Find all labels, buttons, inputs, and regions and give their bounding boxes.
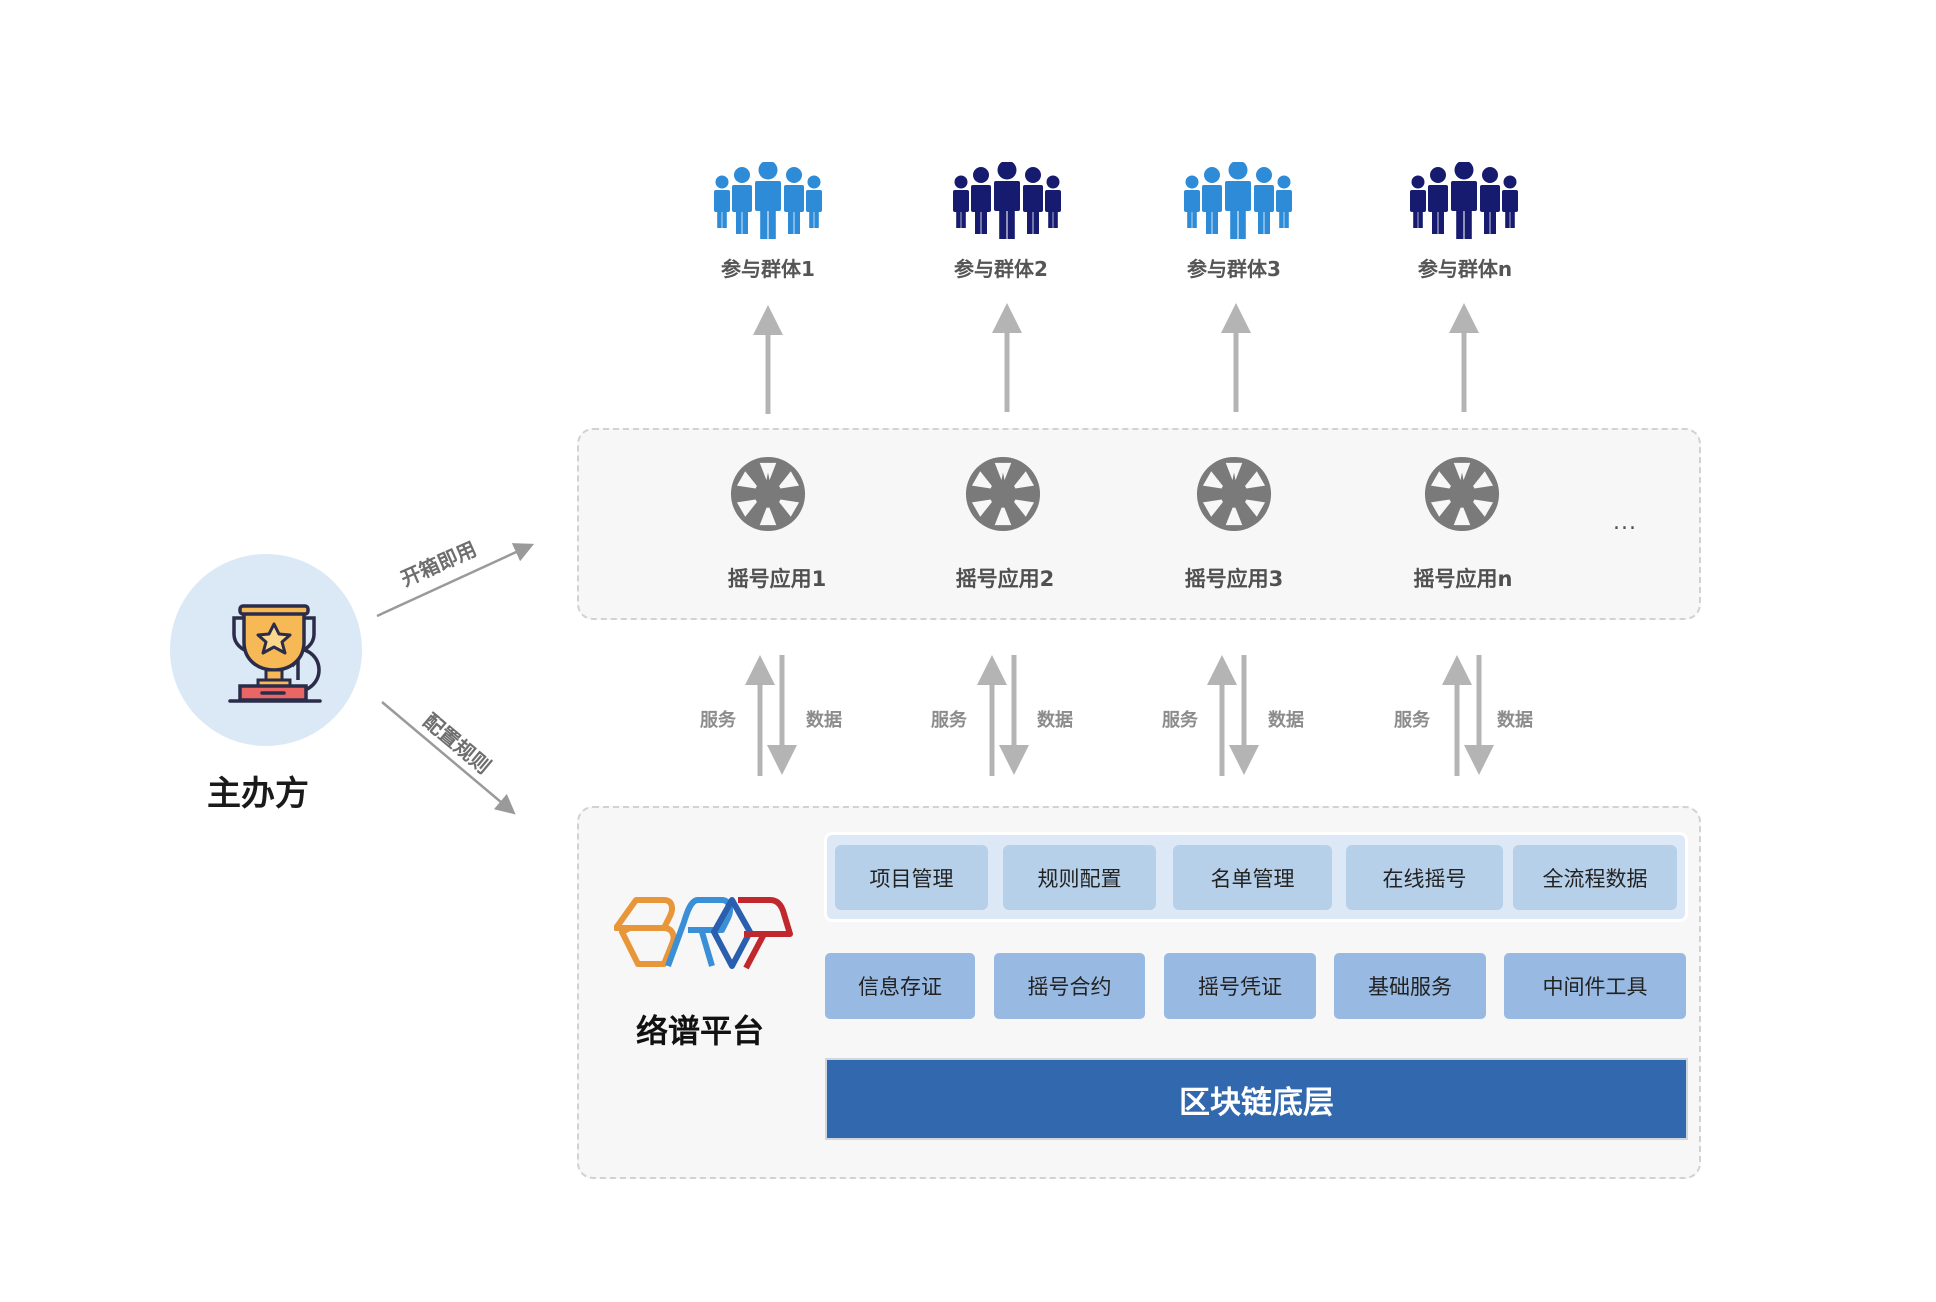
service-label: 服务 <box>1394 710 1430 731</box>
module-online-lottery[interactable]: 在线摇号 <box>1346 845 1503 910</box>
module-full-process-data[interactable]: 全流程数据 <box>1513 845 1677 910</box>
more-apps-ellipsis: ... <box>1613 510 1637 535</box>
service-label: 服务 <box>700 710 736 731</box>
module-list-management[interactable]: 名单管理 <box>1173 845 1332 910</box>
lottery-app-label: 摇号应用2 <box>955 567 1055 591</box>
organizer-label: 主办方 <box>207 774 309 814</box>
service-evidence-storage[interactable]: 信息存证 <box>825 953 975 1019</box>
data-label: 数据 <box>806 710 842 731</box>
data-label: 数据 <box>1037 710 1073 731</box>
configure-rules-label: 配置规则 <box>418 708 496 779</box>
data-label: 数据 <box>1497 710 1533 731</box>
people-group-icon <box>953 162 1061 239</box>
people-group-icon <box>714 162 822 239</box>
participant-group-label: 参与群体1 <box>721 257 815 281</box>
lottery-app-label: 摇号应用1 <box>727 567 827 591</box>
lottery-wheel-icon <box>730 456 806 532</box>
service-lottery-voucher[interactable]: 摇号凭证 <box>1164 953 1316 1019</box>
brop-logo <box>614 897 793 970</box>
data-label: 数据 <box>1268 710 1304 731</box>
lottery-app-label: 摇号应用n <box>1413 567 1513 591</box>
lottery-wheel-icon <box>1424 456 1500 532</box>
service-lottery-contract[interactable]: 摇号合约 <box>994 953 1145 1019</box>
service-base-services[interactable]: 基础服务 <box>1334 953 1486 1019</box>
blockchain-foundation[interactable]: 区块链底层 <box>825 1058 1688 1140</box>
participant-group-label: 参与群体3 <box>1187 257 1281 281</box>
participant-group-label: 参与群体n <box>1417 257 1513 281</box>
service-middleware-tools[interactable]: 中间件工具 <box>1504 953 1686 1019</box>
lottery-app-label: 摇号应用3 <box>1184 567 1284 591</box>
participant-group-label: 参与群体2 <box>954 257 1048 281</box>
module-rule-config[interactable]: 规则配置 <box>1003 845 1156 910</box>
lottery-wheel-icon <box>965 456 1041 532</box>
people-group-icon <box>1410 162 1518 239</box>
out-of-box-label: 开箱即用 <box>397 536 481 592</box>
service-label: 服务 <box>931 710 967 731</box>
service-label: 服务 <box>1162 710 1198 731</box>
people-group-icon <box>1184 162 1292 239</box>
module-project-management[interactable]: 项目管理 <box>835 845 988 910</box>
trophy-icon <box>228 604 322 703</box>
lottery-wheel-icon <box>1196 456 1272 532</box>
platform-name: 络谱平台 <box>635 1012 764 1050</box>
